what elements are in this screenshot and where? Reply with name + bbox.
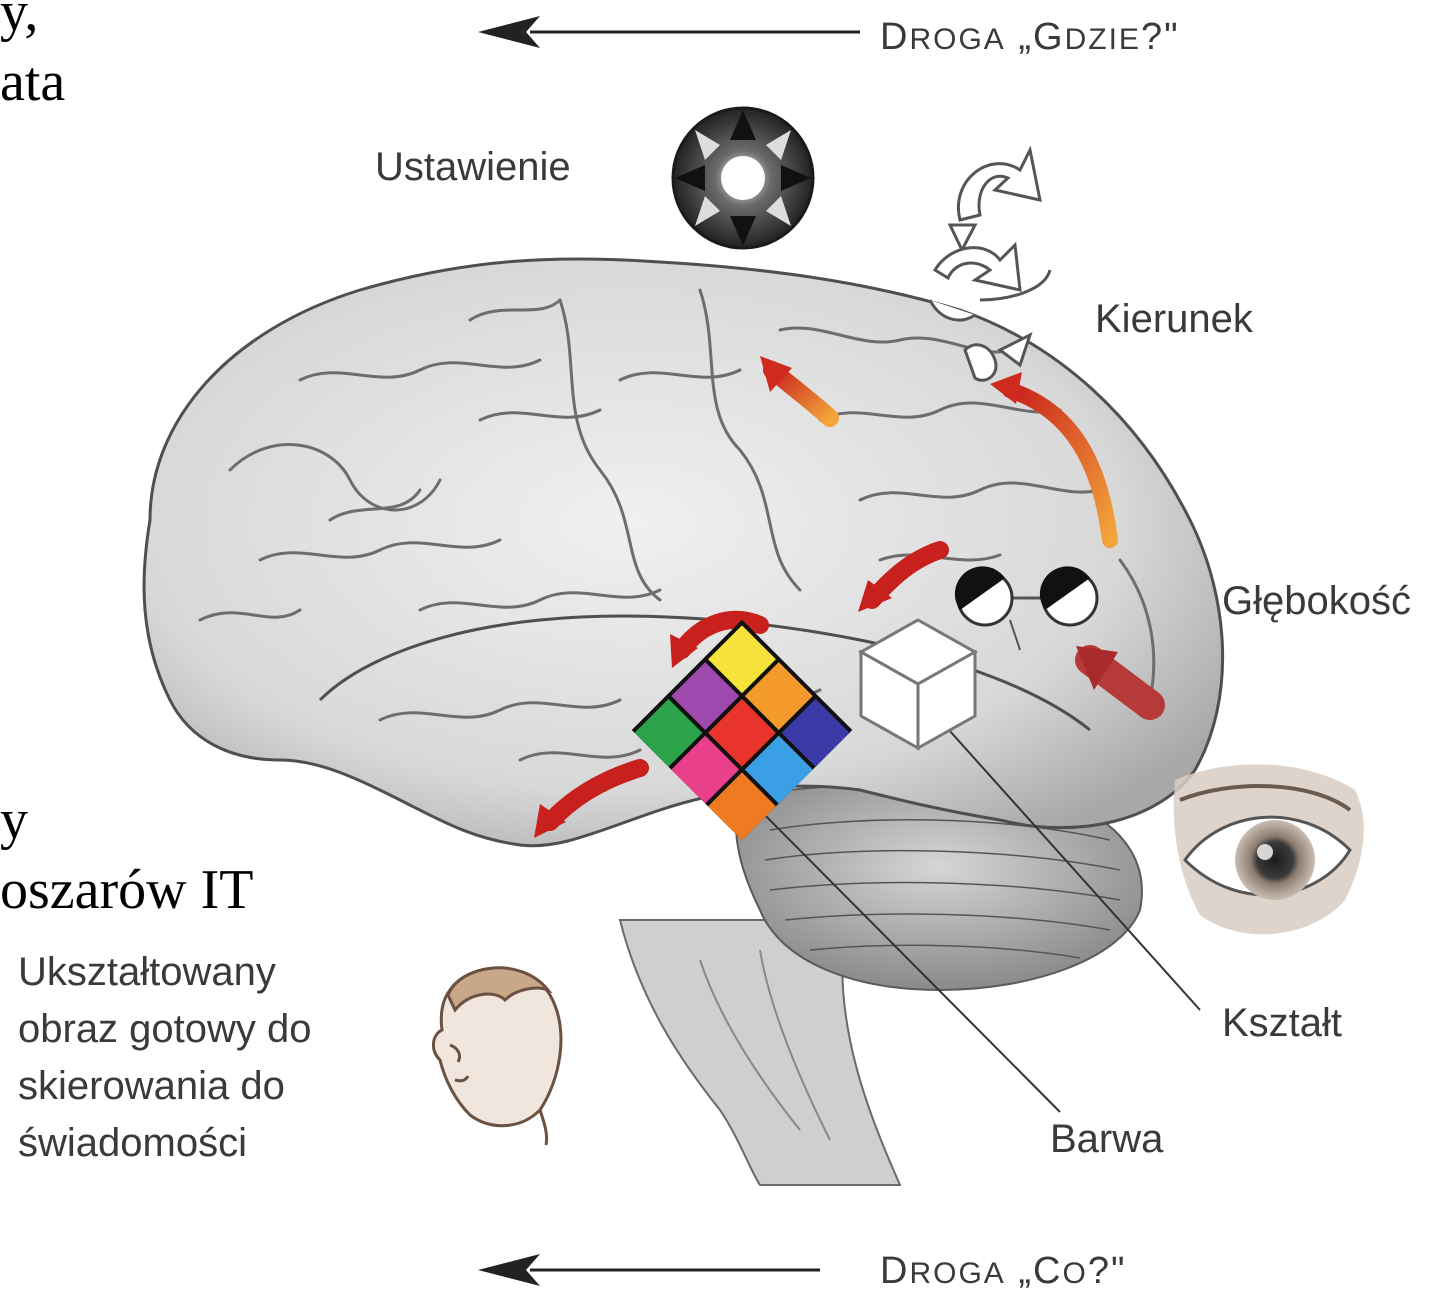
what-small: ROGA [909,1257,1005,1290]
where-small2: DZIE [1065,23,1141,56]
shape-label: Kształt [1222,1000,1342,1046]
caption-line: skierowania do [18,1058,398,1115]
direction-label: Kierunek [1095,296,1253,342]
caption-line: świadomości [18,1115,398,1172]
where-small: ROGA [909,23,1005,56]
formed-image-caption: Ukształtowany obraz gotowy do skierowani… [18,944,398,1172]
depth-label: Głębokość [1222,578,1411,624]
where-pathway-arrow [478,16,860,48]
orientation-label: Ustawienie [375,144,571,190]
caption-line: obraz gotowy do [18,1001,398,1058]
compass-icon [673,108,813,248]
where-prefix: D [880,16,909,58]
what-suffix: ?" [1088,1250,1127,1292]
what-prefix: D [880,1250,909,1292]
color-label: Barwa [1050,1116,1163,1162]
what-mid: „C [1006,1250,1063,1292]
child-head-icon [433,968,560,1145]
eye-icon [1174,764,1364,934]
caption-line: Ukształtowany [18,944,398,1001]
what-pathway-label: DROGA „CO?" [880,1248,1126,1297]
where-mid: „G [1006,16,1065,58]
where-pathway-label: DROGA „GDZIE?" [880,14,1180,63]
what-pathway-arrow [478,1254,820,1286]
what-small2: O [1062,1257,1087,1290]
where-suffix: ?" [1141,16,1180,58]
